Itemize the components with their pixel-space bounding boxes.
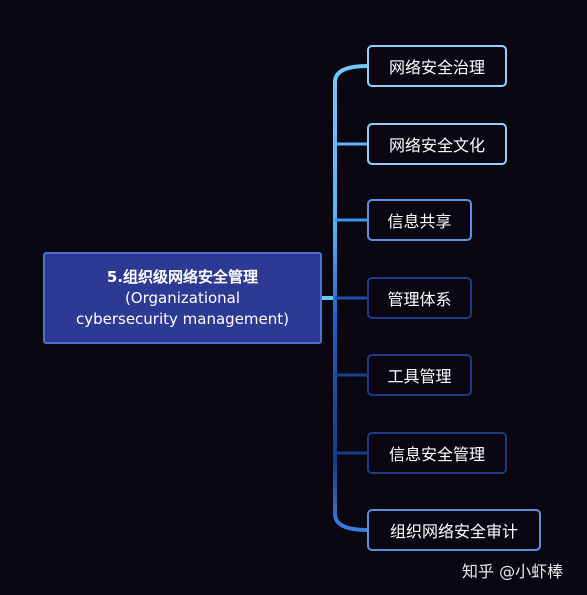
watermark: 知乎 @小虾棒 [462,562,564,581]
node-security-audit: 组织网络安全审计 [367,509,541,551]
node-label: 组织网络安全审计 [389,522,518,541]
node-infosec-management: 信息安全管理 [367,432,507,474]
node-label: 信息安全管理 [388,445,485,464]
node-governance: 网络安全治理 [367,45,507,87]
node-label: 信息共享 [387,212,452,231]
root-subtitle-line1: (Organizational [124,288,241,307]
node-tool-management: 工具管理 [367,354,472,396]
root-subtitle-line2: cybersecurity management) [75,309,290,328]
root-title: 5.组织级网络安全管理 [106,267,259,286]
node-label: 网络安全治理 [388,58,485,77]
root-node: 5.组织级网络安全管理 (Organizational cybersecurit… [43,252,322,344]
node-label: 网络安全文化 [388,136,485,155]
node-culture: 网络安全文化 [367,123,507,165]
node-label: 工具管理 [387,367,452,386]
node-management-system: 管理体系 [367,277,472,319]
node-label: 管理体系 [387,290,452,309]
node-info-sharing: 信息共享 [367,199,472,241]
